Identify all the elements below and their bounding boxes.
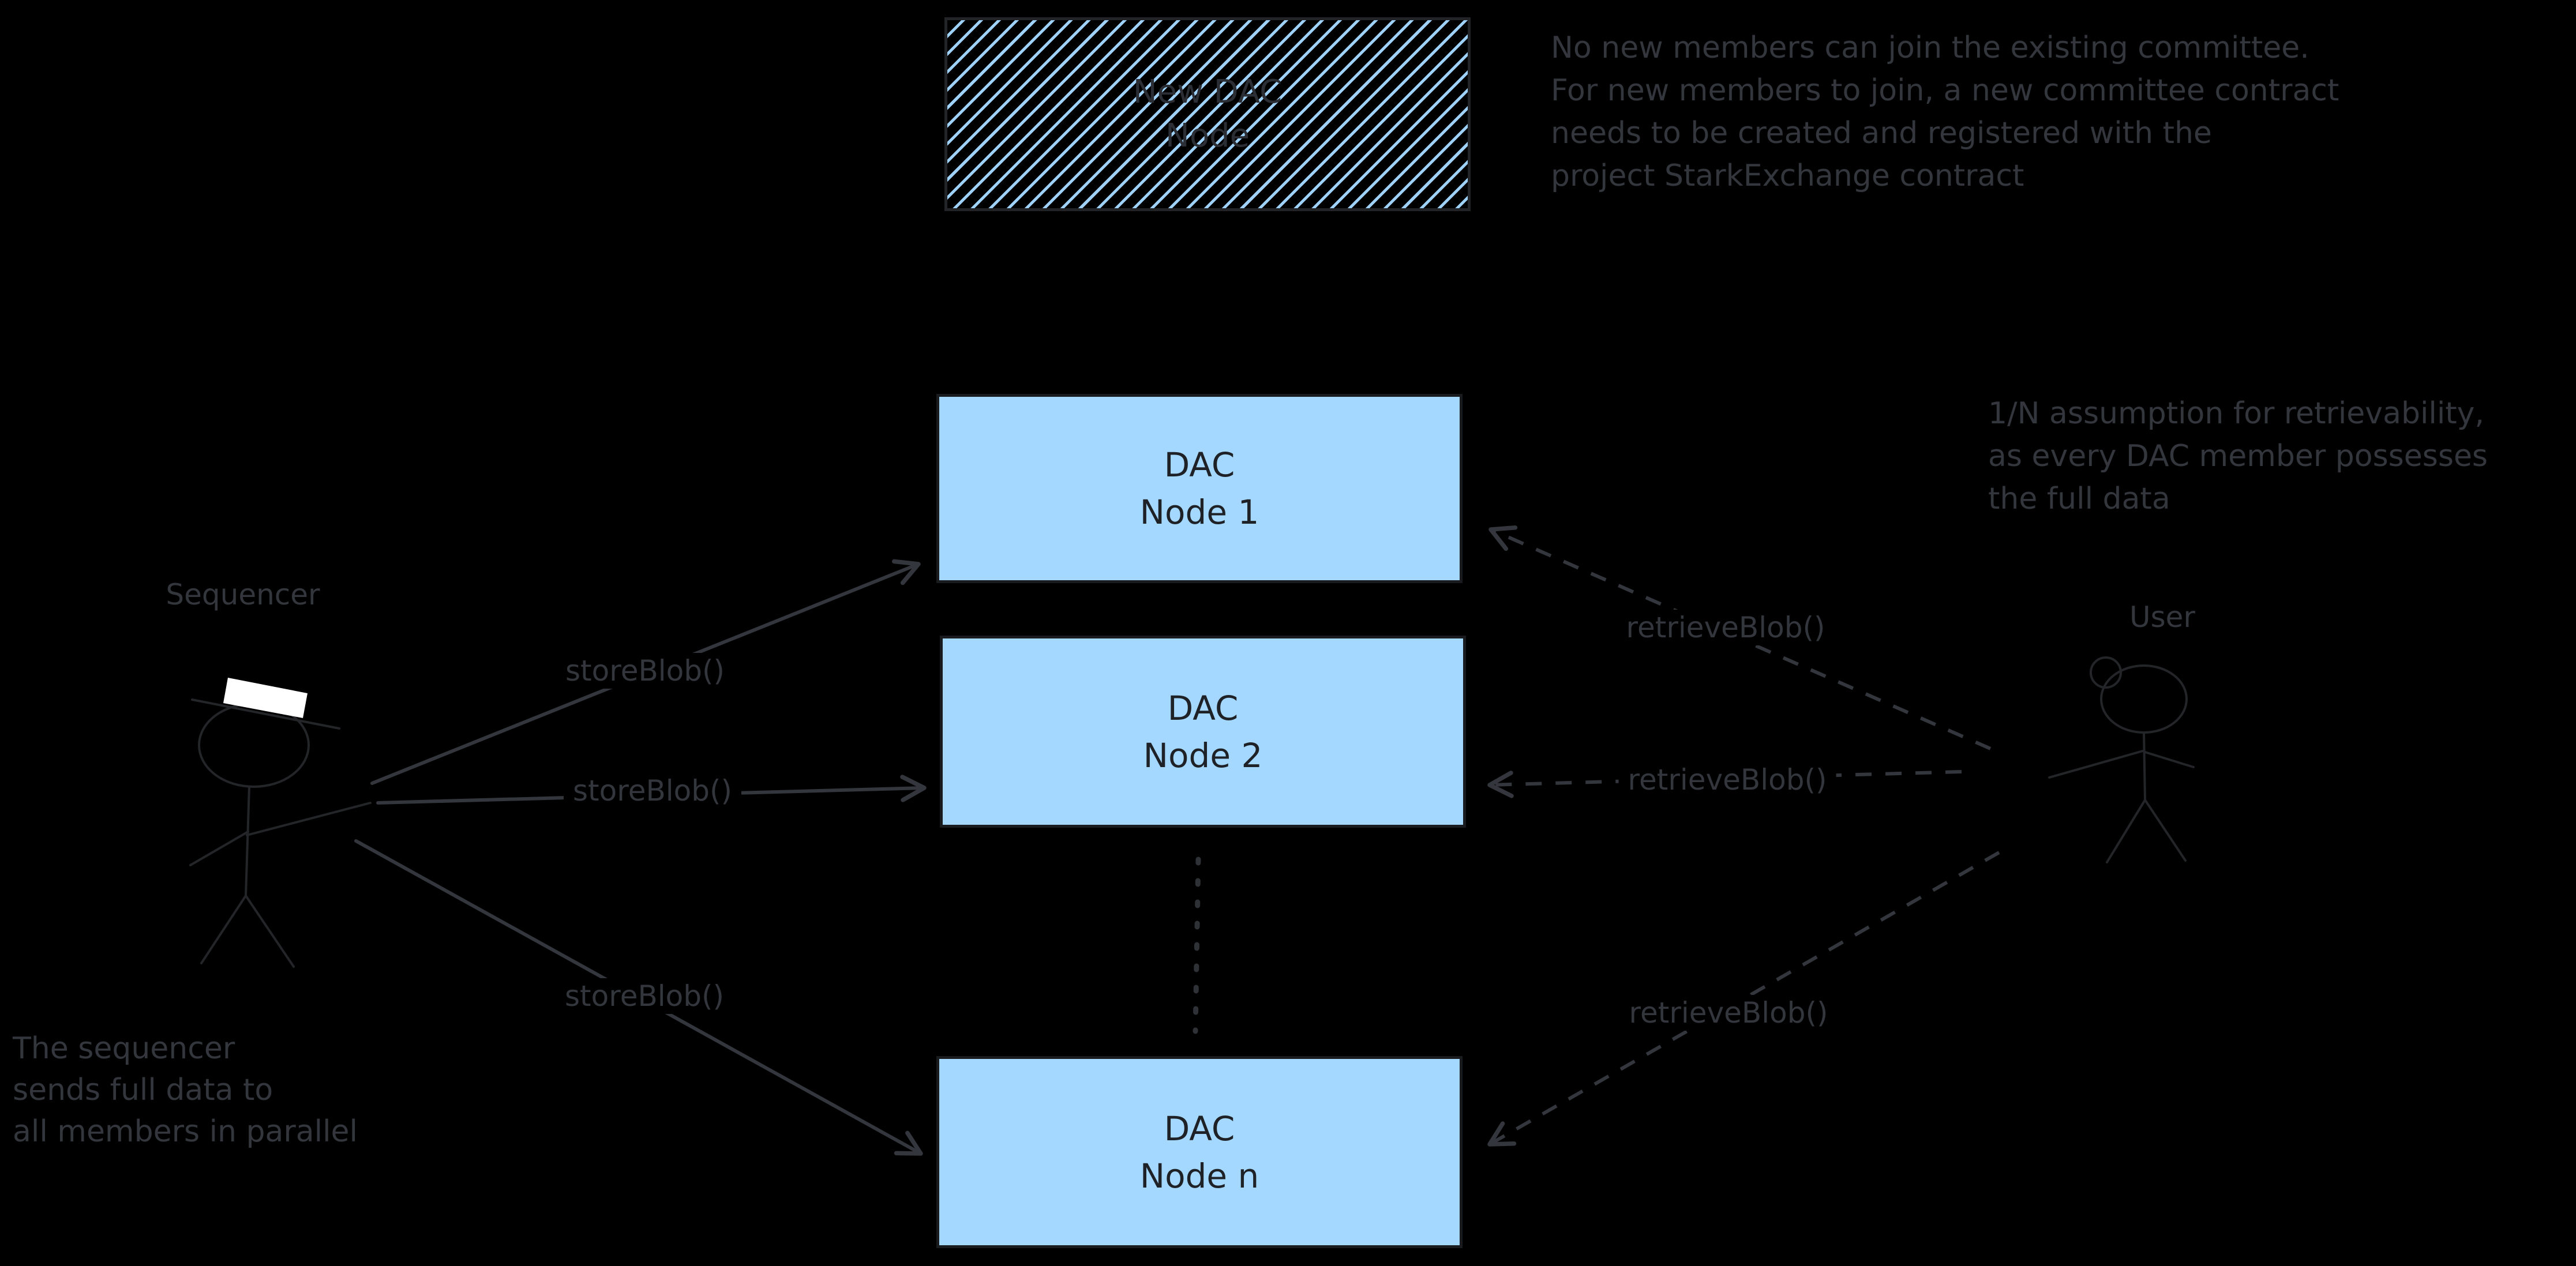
retrievability-note-line2: as every DAC member possesses: [1988, 439, 2488, 474]
new-dac-node-box: New DAC Node: [944, 17, 1471, 211]
new-dac-node-label-line2: Node: [1165, 117, 1250, 155]
parallel-send-note-line2: sends full data to: [13, 1073, 273, 1107]
retrievability-note: 1/N assumption for retrievability, as ev…: [1988, 392, 2488, 520]
dac-node-2-label-line2: Node 2: [1143, 735, 1263, 775]
committee-note-line2: For new members to join, a new committee…: [1551, 73, 2339, 108]
parallel-send-note-line3: all members in parallel: [13, 1114, 358, 1149]
dac-node-n-box: DAC Node n: [936, 1056, 1463, 1248]
retrieve-blob-arrow-noden: [1487, 851, 2000, 1147]
retrieve-blob-arrow-node2: [1487, 770, 1962, 798]
sequencer-label: Sequencer: [166, 578, 320, 611]
user-person-icon: [2048, 656, 2195, 863]
retrieve-blob-label-node1: retrieveBlob(): [1617, 610, 1835, 645]
store-blob-label-noden: storeBlob(): [555, 978, 734, 1014]
dac-node-2-box: DAC Node 2: [940, 636, 1466, 828]
committee-note: No new members can join the existing com…: [1551, 27, 2339, 197]
retrieve-blob-label-noden: retrieveBlob(): [1619, 995, 1838, 1031]
committee-note-line1: No new members can join the existing com…: [1551, 31, 2309, 65]
retrievability-note-line3: the full data: [1988, 482, 2170, 516]
parallel-send-note-line1: The sequencer: [13, 1031, 235, 1066]
dac-node-1-box: DAC Node 1: [936, 394, 1463, 583]
sequencer-hat-icon: [223, 678, 308, 718]
store-blob-label-node2: storeBlob(): [563, 773, 742, 809]
store-blob-label-node1: storeBlob(): [556, 653, 734, 689]
dac-node-1-label-line1: DAC: [1164, 445, 1235, 484]
dac-node-n-label-line1: DAC: [1164, 1109, 1235, 1148]
retrieve-blob-label-node2: retrieveBlob(): [1618, 762, 1836, 798]
dac-node-1-label-line2: Node 1: [1139, 493, 1259, 532]
parallel-send-note: The sequencer sends full data to all mem…: [13, 1028, 358, 1152]
dac-node-2-label-line1: DAC: [1167, 688, 1239, 728]
retrievability-note-line1: 1/N assumption for retrievability,: [1988, 396, 2484, 431]
new-dac-node-label-line1: New DAC: [1133, 73, 1283, 111]
committee-note-line3: needs to be created and registered with …: [1551, 116, 2212, 151]
dac-node-n-label-line2: Node n: [1139, 1156, 1259, 1196]
node-continuation-dots: [1193, 856, 1201, 1034]
sequencer-person-icon: [189, 698, 372, 968]
user-label: User: [2129, 600, 2195, 634]
committee-note-line4: project StarkExchange contract: [1551, 159, 2024, 193]
